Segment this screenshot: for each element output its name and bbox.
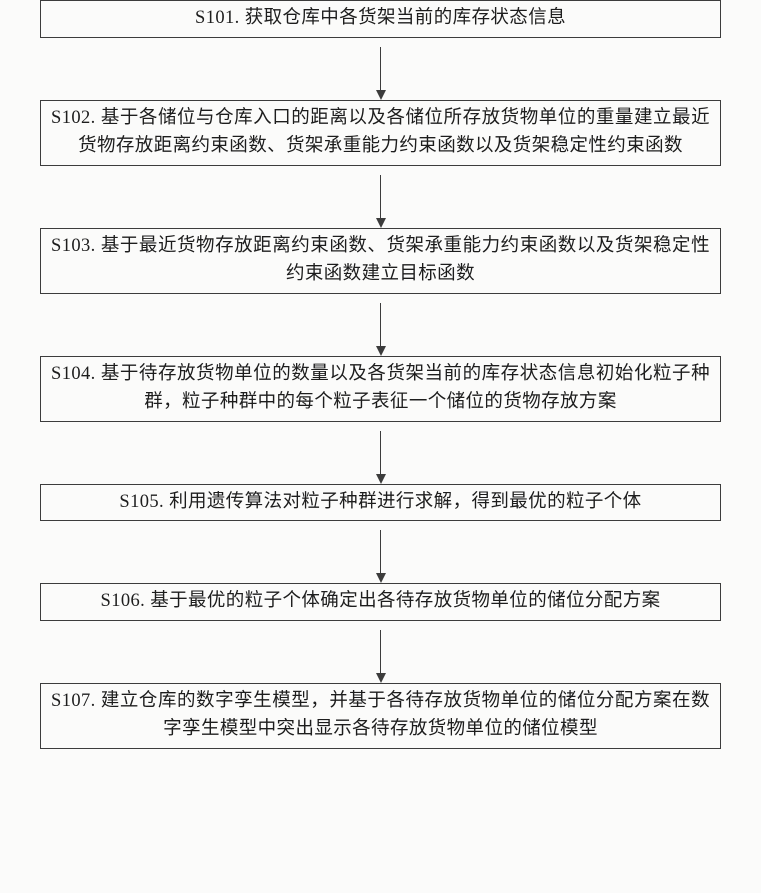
arrow-head: [375, 573, 386, 583]
flowchart: S101. 获取仓库中各货架当前的库存状态信息 S102. 基于各储位与仓库入口…: [40, 0, 721, 749]
arrow-shaft: [379, 530, 382, 573]
step-box-s102: S102. 基于各储位与仓库入口的距离以及各储位所存放货物单位的重量建立最近货物…: [40, 99, 721, 166]
down-arrow-icon: [40, 166, 721, 228]
step-text-s106: S106. 基于最优的粒子个体确定出各待存放货物单位的储位分配方案: [100, 591, 661, 611]
arrow-shaft: [379, 302, 382, 346]
arrow-shaft: [379, 629, 382, 673]
arrow-shaft: [379, 46, 382, 90]
down-arrow-icon: [40, 621, 721, 683]
step-text-s103: S103. 基于最近货物存放距离约束函数、货架承重能力约束函数以及货架稳定性约束…: [51, 235, 710, 285]
arrow-shaft: [379, 174, 382, 218]
step-box-s105: S105. 利用遗传算法对粒子种群进行求解，得到最优的粒子个体: [40, 483, 721, 521]
arrow-head: [375, 89, 386, 100]
arrow-head: [375, 672, 386, 683]
arrow-head: [375, 217, 386, 228]
down-arrow-icon: [40, 38, 721, 100]
step-text-s104: S104. 基于待存放货物单位的数量以及各货架当前的库存状态信息初始化粒子种群，…: [51, 363, 710, 413]
step-box-s106: S106. 基于最优的粒子个体确定出各待存放货物单位的储位分配方案: [40, 583, 721, 621]
step-box-s103: S103. 基于最近货物存放距离约束函数、货架承重能力约束函数以及货架稳定性约束…: [40, 227, 721, 294]
step-text-s102: S102. 基于各储位与仓库入口的距离以及各储位所存放货物单位的重量建立最近货物…: [51, 107, 710, 157]
step-text-s101: S101. 获取仓库中各货架当前的库存状态信息: [195, 8, 566, 28]
step-box-s101: S101. 获取仓库中各货架当前的库存状态信息: [40, 0, 721, 38]
step-box-s107: S107. 建立仓库的数字孪生模型，并基于各待存放货物单位的储位分配方案在数字孪…: [40, 682, 721, 749]
arrow-head: [375, 345, 386, 356]
step-text-s105: S105. 利用遗传算法对粒子种群进行求解，得到最优的粒子个体: [119, 491, 642, 512]
step-text-s107: S107. 建立仓库的数字孪生模型，并基于各待存放货物单位的储位分配方案在数字孪…: [51, 690, 710, 740]
arrow-head: [375, 473, 386, 484]
step-box-s104: S104. 基于待存放货物单位的数量以及各货架当前的库存状态信息初始化粒子种群，…: [40, 355, 721, 422]
arrow-shaft: [379, 430, 382, 474]
down-arrow-icon: [40, 422, 721, 484]
down-arrow-icon: [40, 294, 721, 356]
down-arrow-icon: [40, 521, 721, 583]
